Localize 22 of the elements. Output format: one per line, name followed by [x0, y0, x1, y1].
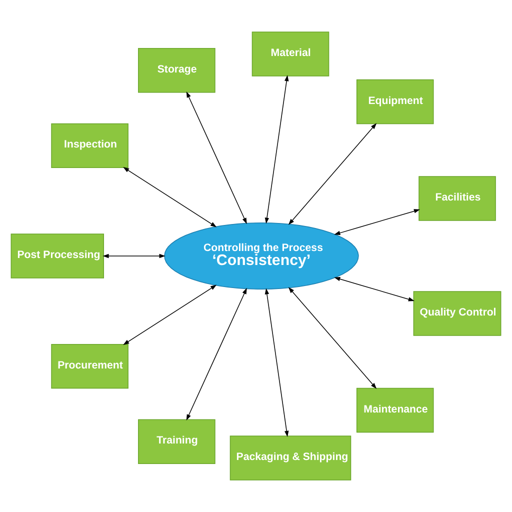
node-box: Storage	[138, 48, 216, 93]
node-box: Packaging & Shipping	[230, 436, 352, 480]
arrow	[102, 254, 166, 258]
node-box: Material	[252, 32, 330, 76]
arrow	[334, 209, 420, 235]
node-box: Inspection	[51, 123, 128, 168]
node-box: Post Processing	[10, 234, 104, 278]
node-box: Procurement	[51, 344, 128, 389]
arrow	[186, 92, 247, 224]
arrow	[288, 287, 377, 389]
arrow	[334, 277, 414, 302]
arrow	[123, 167, 217, 228]
node-box: Facilities	[418, 176, 496, 221]
node-box: Maintenance	[356, 388, 434, 433]
arrow	[264, 288, 289, 437]
arrow	[264, 75, 289, 224]
node-box: Training	[138, 419, 216, 464]
node-box: Quality Control	[413, 291, 502, 336]
arrow	[186, 288, 247, 420]
arrow	[288, 123, 377, 225]
arrow	[123, 284, 217, 345]
node-box: Equipment	[356, 79, 434, 124]
